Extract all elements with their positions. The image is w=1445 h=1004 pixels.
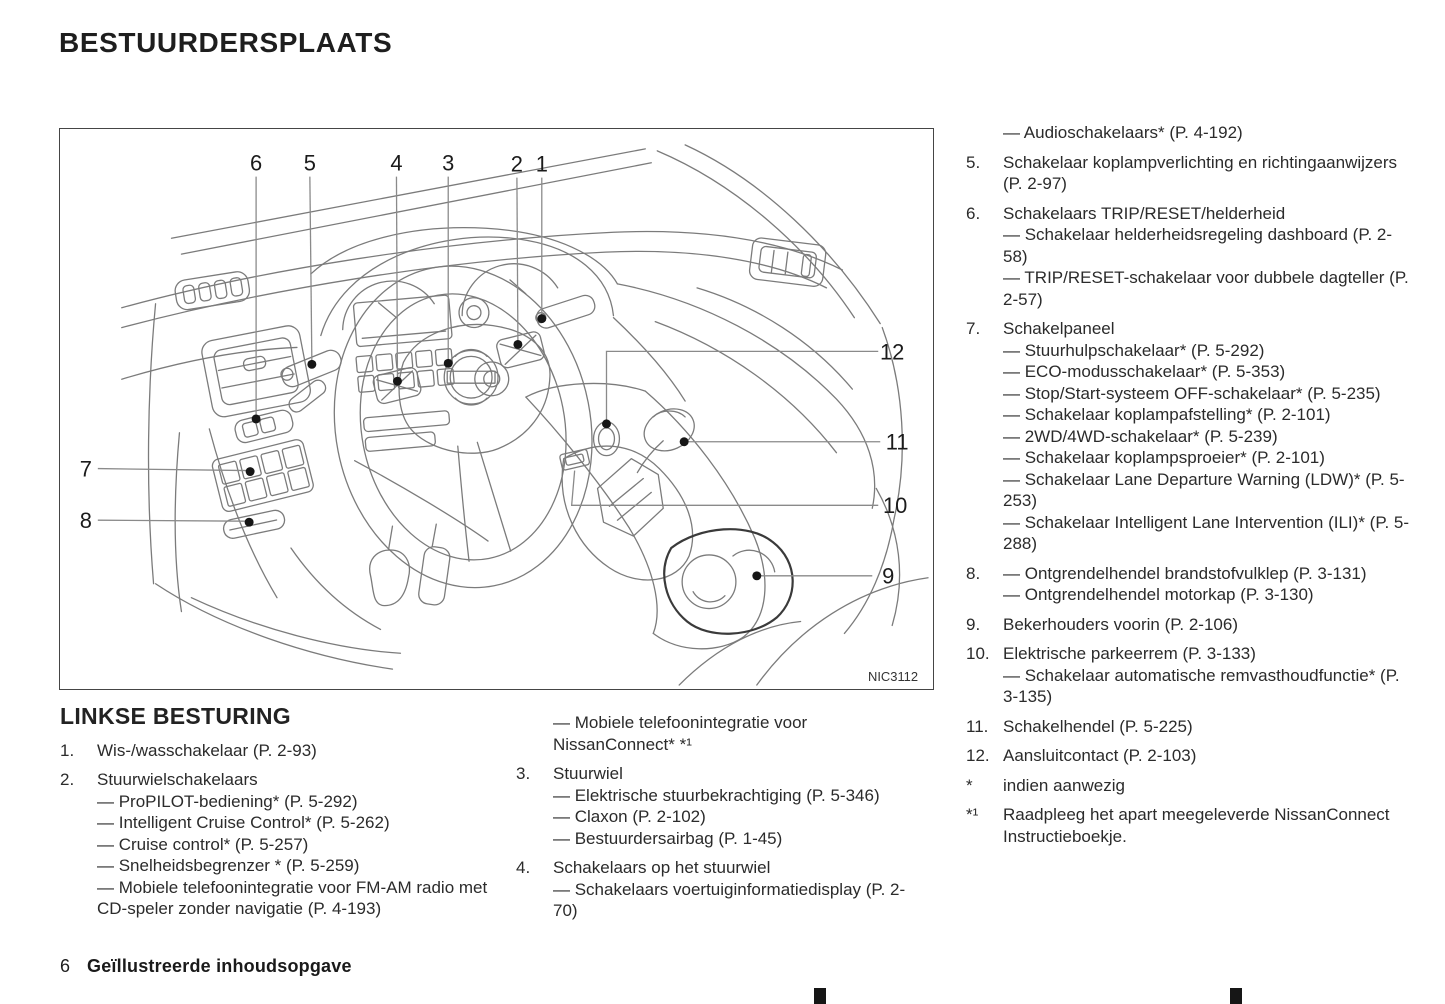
entry-number: 12. bbox=[966, 746, 990, 765]
callout-number-12: 12 bbox=[880, 339, 904, 364]
list-item: — Audioschakelaars* (P. 4-192) bbox=[966, 122, 1412, 144]
entry-number: 2. bbox=[60, 770, 75, 789]
entry-number: 7. bbox=[966, 319, 981, 338]
entry-line: Schakelpaneel bbox=[1003, 319, 1115, 338]
entry-number: 4. bbox=[516, 858, 531, 877]
entry-line: — Stuurhulpschakelaar* (P. 5-292) bbox=[1003, 340, 1265, 360]
figure-code: NIC3112 bbox=[868, 669, 918, 684]
dashboard-illustration: 6 5 4 3 2 1 7 8 12 11 10 9 NIC3112 bbox=[80, 144, 929, 686]
dashboard-figure-frame: 6 5 4 3 2 1 7 8 12 11 10 9 NIC3112 bbox=[59, 128, 934, 690]
callout-number-6: 6 bbox=[250, 151, 262, 176]
cup-holder-outline bbox=[663, 528, 794, 635]
entry-number: 6. bbox=[966, 203, 981, 223]
entry-line: Wis-/wasschakelaar (P. 2-93) bbox=[97, 740, 317, 760]
entry-line: — Ontgrendelhendel brandstofvulklep (P. … bbox=[1003, 563, 1367, 583]
entry-line: — Stop/Start-systeem OFF-schakelaar* (P.… bbox=[1003, 383, 1381, 403]
page-title: BESTUURDERSPLAATS bbox=[59, 27, 393, 58]
callout-number-9: 9 bbox=[882, 564, 894, 589]
entry-line: Stuurwielschakelaars bbox=[97, 770, 258, 789]
entry-line: — Ontgrendelhendel motorkap (P. 3-130) bbox=[1003, 585, 1314, 604]
list-item: 3. Stuurwiel — Elektrische stuurbekracht… bbox=[516, 763, 918, 849]
list-item: 7. Schakelpaneel — Stuurhulpschakelaar* … bbox=[966, 318, 1412, 555]
entry-line: — 2WD/4WD-schakelaar* (P. 5-239) bbox=[1003, 426, 1278, 446]
entry-line: — Schakelaars voertuiginformatiedisplay … bbox=[553, 879, 906, 921]
callout-numbers: 6 5 4 3 2 1 7 8 12 11 10 9 bbox=[80, 151, 909, 589]
entry-line: — Schakelaar helderheidsregeling dashboa… bbox=[1003, 225, 1393, 266]
list-item: 12. Aansluitcontact (P. 2-103) bbox=[966, 745, 1412, 767]
entry-line: Elektrische parkeerrem (P. 3-133) bbox=[1003, 644, 1256, 663]
legend-column-middle: — Mobiele telefoonintegratie voor Nissan… bbox=[516, 712, 918, 930]
entry-line: — Cruise control* (P. 5-257) bbox=[97, 834, 309, 854]
page-edge-mark-left bbox=[814, 988, 826, 1004]
callout-number-3: 3 bbox=[442, 151, 454, 176]
entry-line: Aansluitcontact (P. 2-103) bbox=[1003, 746, 1197, 765]
entry-line: — Intelligent Cruise Control* (P. 5-262) bbox=[97, 813, 390, 832]
entry-line: — Mobiele telefoonintegratie voor Nissan… bbox=[553, 713, 808, 754]
entry-number: 5. bbox=[966, 152, 981, 172]
entry-line: — Bestuurdersairbag (P. 1-45) bbox=[553, 828, 783, 848]
entry-number: 3. bbox=[516, 764, 531, 783]
list-item: 4. Schakelaars op het stuurwiel — Schake… bbox=[516, 857, 918, 922]
entry-line: — Claxon (P. 2-102) bbox=[553, 807, 706, 826]
entry-number: 1. bbox=[60, 740, 75, 760]
footnote-text: Raadpleeg het apart meegeleverde NissanC… bbox=[1003, 805, 1390, 846]
footer-page-number: 6 bbox=[60, 956, 71, 976]
callout-number-4: 4 bbox=[390, 151, 402, 176]
callout-number-10: 10 bbox=[883, 493, 907, 518]
list-item: 6. Schakelaars TRIP/RESET/helderheid — S… bbox=[966, 203, 1412, 311]
entry-number: 9. bbox=[966, 614, 981, 634]
callout-number-11: 11 bbox=[886, 430, 909, 455]
list-item: 11. Schakelhendel (P. 5-225) bbox=[966, 716, 1412, 738]
entry-line: — Mobiele telefoonintegratie voor FM-AM … bbox=[97, 877, 488, 919]
entry-line: — ProPILOT-bediening* (P. 5-292) bbox=[97, 791, 358, 811]
entry-line: — ECO-modusschakelaar* (P. 5-353) bbox=[1003, 362, 1286, 381]
footer-section-title: Geïllustreerde inhoudsopgave bbox=[87, 956, 352, 976]
entry-line: — Schakelaar koplampsproeier* (P. 2-101) bbox=[1003, 448, 1325, 467]
entry-line: Schakelaars op het stuurwiel bbox=[553, 858, 771, 877]
list-item: 8. — Ontgrendelhendel brandstofvulklep (… bbox=[966, 563, 1412, 606]
footnote-asterisk-1: *¹ Raadpleeg het apart meegeleverde Niss… bbox=[966, 804, 1412, 847]
entry-line: Bekerhouders voorin (P. 2-106) bbox=[1003, 614, 1238, 634]
entry-line: — Audioschakelaars* (P. 4-192) bbox=[1003, 123, 1243, 142]
footnote-marker: *¹ bbox=[966, 805, 979, 824]
callout-number-7: 7 bbox=[80, 457, 92, 482]
list-item: 1. Wis-/wasschakelaar (P. 2-93) bbox=[60, 740, 515, 762]
legend-column-left: LINKSE BESTURING 1. Wis-/wasschakelaar (… bbox=[60, 703, 515, 928]
callout-leader-lines bbox=[97, 176, 881, 577]
list-item: 9. Bekerhouders voorin (P. 2-106) bbox=[966, 614, 1412, 636]
entry-line: Stuurwiel bbox=[553, 764, 623, 783]
entry-line: — Schakelaar automatische remvasthoudfun… bbox=[1003, 665, 1400, 707]
legend-column-right: — Audioschakelaars* (P. 4-192) 5. Schake… bbox=[966, 122, 1412, 855]
entry-line: — Snelheidsbegrenzer * (P. 5-259) bbox=[97, 856, 360, 875]
callout-dots bbox=[244, 314, 762, 581]
list-item: 2. Stuurwielschakelaars — ProPILOT-bedie… bbox=[60, 769, 515, 920]
callout-number-1: 1 bbox=[536, 152, 548, 177]
list-item: — Mobiele telefoonintegratie voor Nissan… bbox=[516, 712, 918, 755]
entry-number: 8. bbox=[966, 563, 981, 583]
entry-line: — TRIP/RESET-schakelaar voor dubbele dag… bbox=[1003, 268, 1409, 309]
entry-line: — Schakelaar Intelligent Lane Interventi… bbox=[1003, 512, 1410, 554]
list-item: 10. Elektrische parkeerrem (P. 3-133) — … bbox=[966, 643, 1412, 708]
footnote-marker: * bbox=[966, 775, 973, 795]
footnote-text: indien aanwezig bbox=[1003, 775, 1125, 795]
entry-line: Schakelaar koplampverlichting en richtin… bbox=[1003, 152, 1398, 194]
dashboard-line-art bbox=[121, 144, 929, 686]
entry-line: — Schakelaar koplampafstelling* (P. 2-10… bbox=[1003, 405, 1331, 424]
entry-line: Schakelhendel (P. 5-225) bbox=[1003, 716, 1193, 736]
footnote-asterisk: * indien aanwezig bbox=[966, 775, 1412, 797]
entry-line: — Schakelaar Lane Departure Warning (LDW… bbox=[1003, 469, 1405, 511]
entry-line: Schakelaars TRIP/RESET/helderheid bbox=[1003, 203, 1286, 223]
list-item: 5. Schakelaar koplampverlichting en rich… bbox=[966, 152, 1412, 195]
callout-number-5: 5 bbox=[304, 151, 316, 176]
callout-number-2: 2 bbox=[511, 152, 523, 177]
entry-line: — Elektrische stuurbekrachtiging (P. 5-3… bbox=[553, 785, 880, 805]
page-footer: 6 Geïllustreerde inhoudsopgave bbox=[60, 956, 352, 977]
callout-number-8: 8 bbox=[80, 508, 92, 533]
entry-number: 11. bbox=[966, 716, 989, 736]
entry-number: 10. bbox=[966, 644, 990, 663]
section-heading: LINKSE BESTURING bbox=[60, 703, 291, 729]
page-edge-mark-right bbox=[1230, 988, 1242, 1004]
